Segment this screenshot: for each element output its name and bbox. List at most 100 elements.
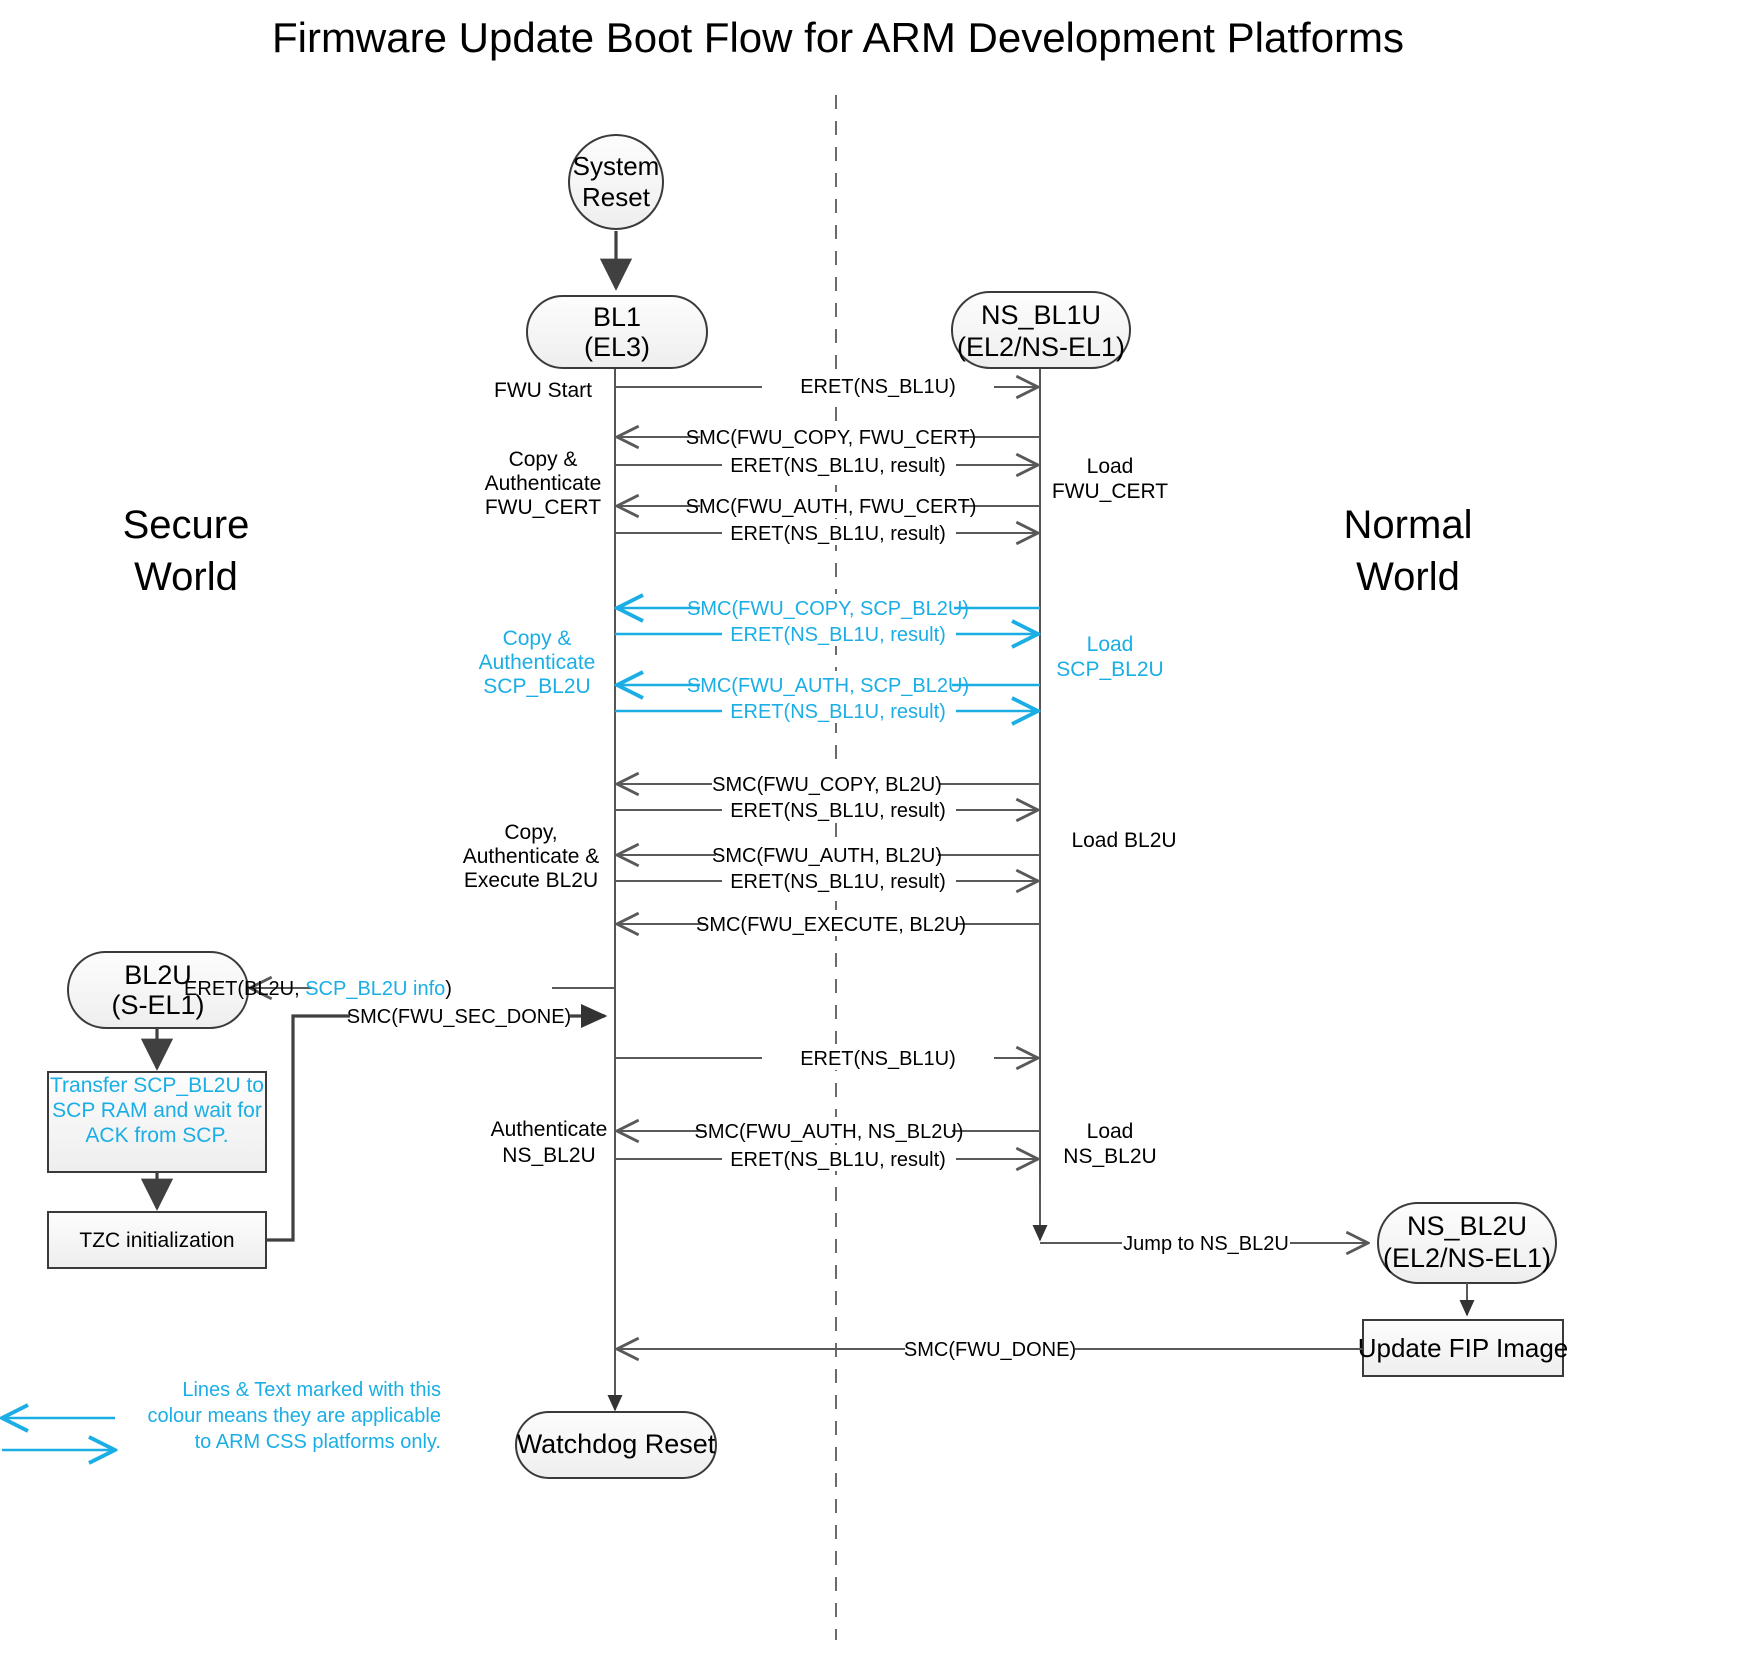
copy-auth-fwu-cert-line1: Copy &: [509, 448, 578, 471]
label-copy-auth-exec-bl2u: Copy, Authenticate & Execute BL2U: [463, 821, 600, 892]
eret-bl2u-prefix: ERET(BL2U,: [184, 978, 305, 1000]
box-update-fip-image: Update FIP Image: [1358, 1319, 1569, 1377]
message-m17: ERET(NS_BL1U): [615, 1044, 1038, 1070]
copy-auth-exec-bl2u-line3: Execute BL2U: [464, 869, 598, 892]
label-fwu-start: FWU Start: [494, 379, 592, 402]
transfer-box-line2: SCP RAM and wait for: [52, 1099, 262, 1122]
legend-line2: colour means they are applicable: [147, 1405, 441, 1427]
normal-world-label: Normal World: [1344, 503, 1473, 599]
message-m4-label: SMC(FWU_AUTH, FWU_CERT): [686, 496, 977, 518]
label-load-bl2u: Load BL2U: [1071, 829, 1176, 852]
copy-auth-scp-bl2u-line3: SCP_BL2U: [483, 675, 590, 698]
smc-fwu-done-label: SMC(FWU_DONE): [904, 1339, 1076, 1361]
legend: Lines & Text marked with this colour mea…: [2, 1379, 441, 1453]
label-load-scp-bl2u: Load SCP_BL2U: [1056, 633, 1163, 681]
copy-auth-scp-bl2u-line2: Authenticate: [479, 651, 596, 674]
message-m1-label: ERET(NS_BL1U): [800, 376, 956, 398]
system-reset-line1: System: [573, 151, 660, 181]
node-ns-bl2u: NS_BL2U (EL2/NS-EL1): [1377, 1202, 1557, 1284]
transfer-box-line1: Transfer SCP_BL2U to: [50, 1074, 264, 1097]
load-fwu-cert-line1: Load: [1087, 455, 1134, 478]
watchdog-reset-line1: Watchdog Reset: [517, 1429, 716, 1459]
message-eret-bl2u: ERET(BL2U, SCP_BL2U info): [184, 974, 615, 1000]
tzc-box-line1: TZC initialization: [79, 1229, 234, 1252]
system-reset-line2: Reset: [582, 182, 651, 212]
bl1-line1: BL1: [593, 302, 641, 332]
jump-to-ns-bl2u-label: Jump to NS_BL2U: [1123, 1233, 1289, 1255]
message-m4: SMC(FWU_AUTH, FWU_CERT): [617, 492, 1040, 518]
label-load-fwu-cert: Load FWU_CERT: [1052, 455, 1168, 503]
message-smc-fwu-sec-done: SMC(FWU_SEC_DONE): [267, 1003, 608, 1242]
update-fip-box-line1: Update FIP Image: [1358, 1333, 1569, 1363]
transfer-box-line3: ACK from SCP.: [85, 1124, 228, 1147]
label-copy-auth-scp-bl2u: Copy & Authenticate SCP_BL2U: [479, 627, 596, 698]
message-m5-label: ERET(NS_BL1U, result): [730, 523, 946, 545]
label-authenticate-ns-bl2u: Authenticate NS_BL2U: [491, 1118, 608, 1167]
bl1-line2: (EL3): [584, 332, 650, 362]
message-m2-label: SMC(FWU_COPY, FWU_CERT): [686, 427, 976, 449]
legend-line3: to ARM CSS platforms only.: [195, 1431, 441, 1453]
node-ns-bl1u: NS_BL1U (EL2/NS-EL1): [951, 291, 1131, 369]
message-m7-label: ERET(NS_BL1U, result): [730, 624, 946, 646]
message-m3-label: ERET(NS_BL1U, result): [730, 455, 946, 477]
secure-world-label: Secure World: [123, 503, 250, 599]
message-smc-fwu-done: SMC(FWU_DONE): [617, 1335, 1362, 1361]
authenticate-ns-bl2u-line1: Authenticate: [491, 1118, 608, 1141]
message-m14-label: SMC(FWU_EXECUTE, BL2U): [696, 914, 966, 936]
load-ns-bl2u-line1: Load: [1087, 1120, 1134, 1143]
node-system-reset: System Reset: [568, 134, 664, 230]
message-m11: ERET(NS_BL1U, result): [615, 796, 1038, 822]
message-m2: SMC(FWU_COPY, FWU_CERT): [617, 423, 1040, 449]
page-title: Firmware Update Boot Flow for ARM Develo…: [272, 14, 1404, 61]
message-jump-to-ns-bl2u: Jump to NS_BL2U: [1040, 1229, 1368, 1255]
load-ns-bl2u-line2: NS_BL2U: [1063, 1145, 1156, 1168]
legend-line1: Lines & Text marked with this: [182, 1379, 441, 1401]
message-m12-label: SMC(FWU_AUTH, BL2U): [712, 845, 942, 867]
message-m3: ERET(NS_BL1U, result): [615, 451, 1038, 477]
ns-bl1u-line1: NS_BL1U: [981, 300, 1101, 330]
smc-fwu-sec-done-label: SMC(FWU_SEC_DONE): [347, 1006, 571, 1028]
ns-bl1u-line2: (EL2/NS-EL1): [957, 332, 1125, 362]
bl2u-line2: (S-EL1): [111, 990, 204, 1020]
message-m10: SMC(FWU_COPY, BL2U): [617, 770, 1040, 796]
secure-world-line2: World: [134, 555, 238, 599]
message-m12: SMC(FWU_AUTH, BL2U): [617, 841, 1040, 867]
load-scp-bl2u-line1: Load: [1087, 633, 1134, 656]
message-m18-label: SMC(FWU_AUTH, NS_BL2U): [695, 1121, 964, 1143]
fwu-start-line1: FWU Start: [494, 379, 592, 402]
copy-auth-exec-bl2u-line1: Copy,: [504, 821, 557, 844]
message-m19: ERET(NS_BL1U, result): [615, 1145, 1038, 1171]
message-m1: ERET(NS_BL1U): [615, 373, 1038, 399]
copy-auth-scp-bl2u-line1: Copy &: [503, 627, 572, 650]
copy-auth-exec-bl2u-line2: Authenticate &: [463, 845, 600, 868]
node-bl1: BL1 (EL3): [526, 295, 708, 369]
box-tzc-initialization: TZC initialization: [47, 1211, 267, 1269]
ns-bl2u-line2: (EL2/NS-EL1): [1383, 1243, 1551, 1273]
message-m13: ERET(NS_BL1U, result): [615, 867, 1038, 893]
eret-bl2u-cyan: SCP_BL2U info: [305, 978, 445, 1000]
message-m9-label: ERET(NS_BL1U, result): [730, 701, 946, 723]
load-scp-bl2u-line2: SCP_BL2U: [1056, 658, 1163, 681]
message-m11-label: ERET(NS_BL1U, result): [730, 800, 946, 822]
message-m8: SMC(FWU_AUTH, SCP_BL2U): [617, 671, 1040, 697]
message-m6-label: SMC(FWU_COPY, SCP_BL2U): [687, 598, 969, 620]
message-m6: SMC(FWU_COPY, SCP_BL2U): [617, 594, 1040, 620]
eret-bl2u-label: ERET(BL2U, SCP_BL2U info): [184, 978, 452, 1000]
message-m17-label: ERET(NS_BL1U): [800, 1048, 956, 1070]
normal-world-line2: World: [1356, 555, 1460, 599]
normal-world-line1: Normal: [1344, 503, 1473, 547]
secure-world-line1: Secure: [123, 503, 250, 547]
copy-auth-fwu-cert-line3: FWU_CERT: [485, 496, 601, 519]
node-watchdog-reset: Watchdog Reset: [515, 1411, 717, 1479]
eret-bl2u-suffix: ): [445, 978, 452, 1000]
label-copy-auth-fwu-cert: Copy & Authenticate FWU_CERT: [485, 448, 602, 519]
copy-auth-fwu-cert-line2: Authenticate: [485, 472, 602, 495]
message-m18: SMC(FWU_AUTH, NS_BL2U): [617, 1117, 1040, 1143]
message-m14: SMC(FWU_EXECUTE, BL2U): [617, 910, 1040, 936]
node-bl2u: BL2U (S-EL1): [67, 951, 249, 1029]
bl2u-line1: BL2U: [124, 960, 192, 990]
authenticate-ns-bl2u-line2: NS_BL2U: [502, 1144, 595, 1167]
load-bl2u-line1: Load BL2U: [1071, 829, 1176, 852]
